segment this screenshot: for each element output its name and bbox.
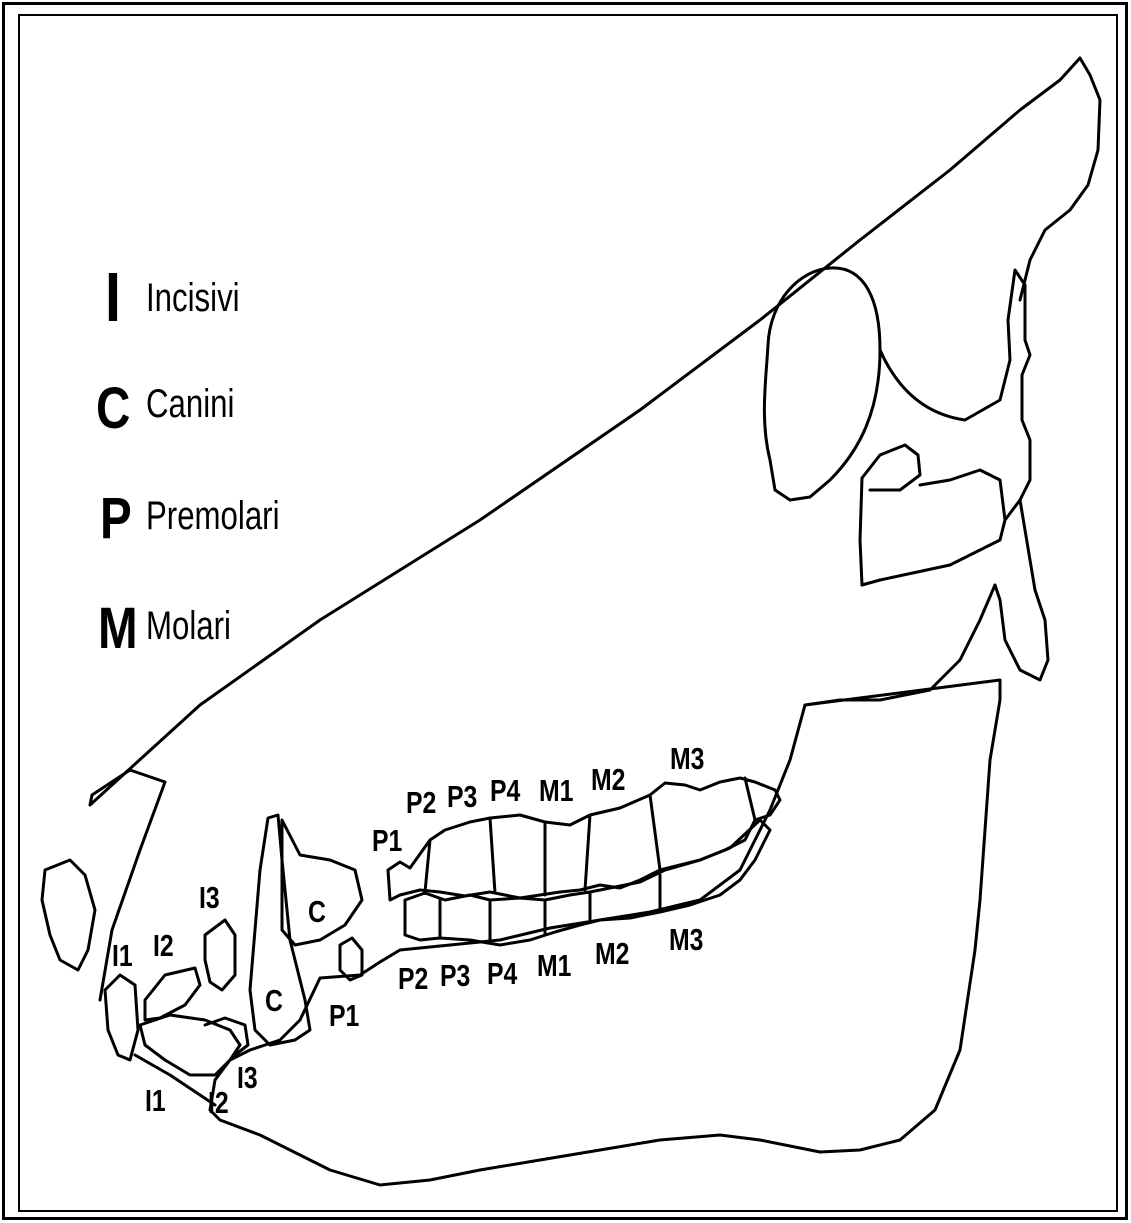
legend-letter-incisivi: I xyxy=(105,262,121,332)
tooth-label-upper-i3: I3 xyxy=(199,882,220,913)
tooth-label-lower-m2: M2 xyxy=(595,938,629,969)
tooth-label-lower-p4: P4 xyxy=(487,958,517,989)
tooth-label-upper-m3: M3 xyxy=(670,743,704,774)
legend-label-incisivi: Incisivi xyxy=(146,278,240,318)
upper-incisor-3 xyxy=(205,920,235,990)
tooth-label-upper-c: C xyxy=(308,896,326,927)
tooth-label-lower-i2: I2 xyxy=(208,1087,229,1118)
tooth-label-upper-i2: I2 xyxy=(153,930,174,961)
legend-label-molari: Molari xyxy=(146,606,231,646)
tooth-label-upper-p1: P1 xyxy=(372,825,402,856)
upper-incisor-1 xyxy=(105,975,138,1060)
legend-letter-molari: M xyxy=(98,600,138,658)
legend-letter-canini: C xyxy=(96,380,130,438)
tooth-label-upper-p4: P4 xyxy=(490,775,520,806)
tooth-label-lower-m3: M3 xyxy=(669,924,703,955)
tooth-label-lower-i1: I1 xyxy=(145,1085,166,1116)
legend-label-premolari: Premolari xyxy=(146,496,280,536)
tooth-label-upper-m1: M1 xyxy=(539,775,573,806)
tooth-label-lower-m1: M1 xyxy=(537,950,571,981)
zygomatic-outline xyxy=(860,270,1030,585)
legend-letter-premolari: P xyxy=(100,490,132,548)
upper-incisor-2 xyxy=(145,968,200,1020)
tooth-label-upper-p3: P3 xyxy=(447,781,477,812)
tooth-label-lower-i3: I3 xyxy=(237,1062,258,1093)
tooth-label-lower-c: C xyxy=(265,985,283,1016)
tooth-label-upper-p2: P2 xyxy=(406,787,436,818)
legend-label-canini: Canini xyxy=(146,384,234,424)
tooth-label-upper-i1: I1 xyxy=(112,940,133,971)
tooth-label-upper-m2: M2 xyxy=(591,764,625,795)
snout-tip xyxy=(42,860,95,970)
tooth-label-lower-p1: P1 xyxy=(329,1000,359,1031)
tooth-label-lower-p3: P3 xyxy=(440,960,470,991)
tooth-label-lower-p2: P2 xyxy=(398,963,428,994)
